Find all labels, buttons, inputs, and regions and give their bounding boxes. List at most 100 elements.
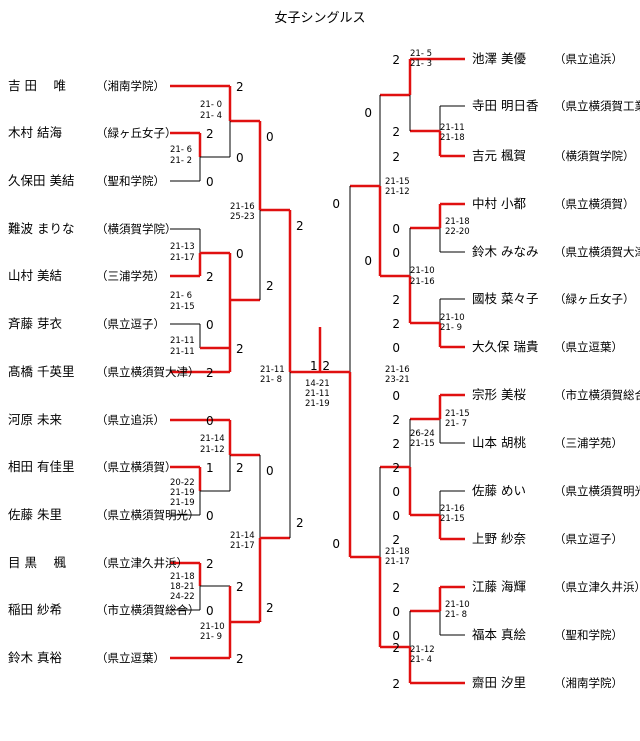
match-score: 2 (206, 366, 214, 380)
right-player-name: 上野 紗奈 (472, 531, 526, 546)
right-player-school: （三浦学苑） (554, 436, 623, 450)
left-player-name: 難波 まりな (8, 221, 74, 236)
game-scores: 21-18 (445, 217, 470, 227)
game-scores: 21-17 (385, 557, 410, 567)
game-scores: 21-14 (200, 434, 225, 444)
game-scores: 21-15 (440, 514, 465, 524)
game-scores: 21- 9 (200, 632, 222, 642)
right-player-name: 池澤 美優 (472, 51, 526, 66)
left-player-school: （三浦学苑） (96, 269, 165, 283)
game-scores: 21-15 (410, 439, 435, 449)
match-score: 0 (206, 604, 214, 618)
game-scores: 21- 7 (445, 419, 467, 429)
right-player-name: 佐藤 めい (472, 483, 526, 498)
match-score: 2 (392, 413, 400, 427)
match-score: 2 (206, 270, 214, 284)
left-player-school: （市立横須賀総合） (96, 603, 200, 617)
right-player-school: （県立横須賀大津） (554, 245, 640, 259)
game-scores: 21-16 (440, 504, 465, 514)
match-score: 2 (392, 533, 400, 547)
game-scores: 18-21 (170, 582, 195, 592)
game-scores: 21- 0 (200, 100, 222, 110)
game-scores: 21-12 (410, 645, 435, 655)
match-score: 2 (236, 342, 244, 356)
right-player-name: 福本 真絵 (472, 627, 526, 642)
game-scores: 21-11 (305, 389, 330, 399)
right-player-school: （県立横須賀明光） (554, 484, 640, 498)
right-player-school: （聖和学院） (554, 628, 623, 642)
match-score: 0 (392, 246, 400, 260)
right-player-name: 山本 胡桃 (472, 435, 526, 450)
game-scores: 21- 2 (170, 156, 192, 166)
match-score: 0 (392, 389, 400, 403)
match-score: 0 (266, 464, 274, 478)
left-player-name: 稲田 紗希 (8, 602, 62, 617)
game-scores: 21-11 (440, 123, 465, 133)
game-scores: 21- 8 (260, 375, 282, 385)
game-scores: 21- 6 (170, 145, 192, 155)
left-player-school: （県立横須賀明光） (96, 508, 200, 522)
right-player-school: （県立横須賀） (554, 197, 635, 211)
right-player-school: （県立逗葉） (554, 340, 623, 354)
left-player-school: （県立津久井浜） (96, 556, 188, 570)
match-score: 2 (322, 359, 330, 373)
bracket-title: 女子シングルス (274, 10, 365, 26)
match-score: 2 (392, 437, 400, 451)
game-scores: 22-20 (445, 227, 470, 237)
left-player-name: 木村 結海 (8, 125, 62, 140)
match-score: 2 (236, 652, 244, 666)
left-player-school: （県立追浜） (96, 413, 165, 427)
right-player-name: 大久保 瑞貴 (472, 339, 538, 354)
left-player-name: 久保田 美結 (8, 173, 74, 188)
right-player-school: （横須賀学院） (554, 149, 635, 163)
game-scores: 21-19 (170, 498, 195, 508)
game-scores: 24-22 (170, 592, 195, 602)
game-scores: 21-11 (170, 336, 195, 346)
left-player-school: （県立横須賀大津） (96, 365, 200, 379)
game-scores: 21-17 (230, 541, 255, 551)
left-player-school: （県立逗葉） (96, 651, 165, 665)
match-score: 2 (296, 219, 304, 233)
match-score: 2 (392, 150, 400, 164)
game-scores: 25-23 (230, 212, 255, 222)
game-scores: 20-22 (170, 478, 195, 488)
game-scores: 26-24 (410, 429, 435, 439)
left-player-name: 河原 未来 (8, 412, 62, 427)
bracket-labels: 吉 田 唯（湘南学院）木村 結海（緑ヶ丘女子）久保田 美結（聖和学院）難波 まり… (8, 49, 640, 691)
left-player-school: （県立逗子） (96, 317, 165, 331)
match-score: 0 (332, 197, 340, 211)
match-score: 2 (392, 581, 400, 595)
left-player-name: 斉藤 芽衣 (8, 316, 62, 331)
game-scores: 21- 4 (410, 655, 432, 665)
match-score: 2 (392, 461, 400, 475)
game-scores: 21-15 (385, 177, 410, 187)
left-player-name: 吉 田 唯 (8, 78, 66, 93)
match-score: 2 (392, 53, 400, 67)
match-score: 2 (266, 279, 274, 293)
game-scores: 21- 3 (410, 59, 432, 69)
left-player-school: （県立横須賀） (96, 460, 177, 474)
right-player-school: （緑ヶ丘女子） (554, 292, 635, 306)
match-score: 2 (206, 557, 214, 571)
game-scores: 21- 5 (410, 49, 432, 59)
match-score: 0 (392, 629, 400, 643)
game-scores: 21-10 (410, 266, 435, 276)
left-player-name: 佐藤 朱里 (8, 507, 62, 522)
match-score: 0 (332, 537, 340, 551)
game-scores: 21- 6 (170, 291, 192, 301)
right-player-name: 江藤 海輝 (472, 579, 526, 594)
game-scores: 21-18 (385, 547, 410, 557)
match-score: 2 (296, 516, 304, 530)
match-score: 1 (310, 359, 318, 373)
match-score: 2 (392, 677, 400, 691)
left-player-school: （横須賀学院） (96, 222, 177, 236)
left-player-school: （聖和学院） (96, 174, 165, 188)
game-scores: 21-19 (170, 488, 195, 498)
match-score: 0 (364, 254, 372, 268)
game-scores: 23-21 (385, 375, 410, 385)
bracket-lines (170, 57, 465, 685)
left-player-name: 山村 美結 (8, 268, 62, 283)
game-scores: 21-11 (170, 347, 195, 357)
match-score: 1 (206, 461, 214, 475)
game-scores: 21-12 (385, 187, 410, 197)
